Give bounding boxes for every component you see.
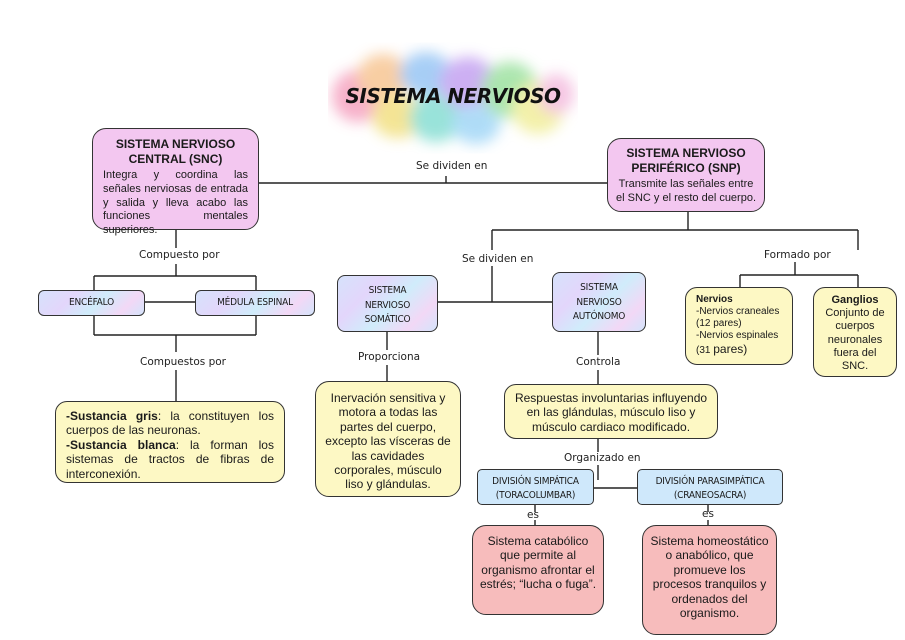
medula-box: MÉDULA ESPINAL (195, 290, 315, 316)
snp-text: Transmite las señales entre el SNC y el … (616, 178, 757, 204)
nervios-line4a: (31 (696, 345, 714, 356)
somatico-label: SISTEMA NERVIOSO SOMÁTICO (364, 285, 411, 325)
encefalo-box: ENCÉFALO (38, 290, 145, 316)
diagram-title: SISTEMA NERVIOSO (345, 84, 561, 108)
nervios-heading: Nervios (696, 294, 733, 305)
simpatica-desc-box: Sistema catabólico que permite al organi… (472, 525, 604, 615)
somatico-desc: Inervación sensitiva y motora a todas la… (325, 391, 451, 492)
parasimpatica-desc-box: Sistema homeostático o anabólico, que pr… (642, 525, 777, 635)
nervios-box: Nervios -Nervios craneales (12 pares) -N… (685, 287, 793, 365)
simpatica-line1: DIVISIÓN SIMPÁTICA (492, 476, 579, 487)
simpatica-desc: Sistema catabólico que permite al organi… (479, 534, 597, 592)
label-proporciona: Proporciona (356, 351, 423, 363)
watercolor-splash (332, 52, 574, 144)
parasimpatica-box: DIVISIÓN PARASIMPÁTICA (CRANEOSACRA) (637, 469, 783, 505)
snc-box: SISTEMA NERVIOSO CENTRAL (SNC) Integra y… (92, 128, 259, 236)
label-compuestos-por: Compuestos por (138, 356, 228, 368)
parasimpatica-line2: (CRANEOSACRA) (673, 489, 747, 501)
blanca-text: : la forman los sistemas de tractos de f… (66, 437, 274, 481)
label-compuesto-por: Compuesto por (137, 249, 222, 261)
simpatica-line2: (TORACOLUMBAR) (495, 489, 576, 501)
simpatica-box: DIVISIÓN SIMPÁTICA (TORACOLUMBAR) (477, 469, 594, 505)
blanca-label: -Sustancia blanca (66, 437, 176, 452)
parasimpatica-desc: Sistema homeostático o anabólico, que pr… (650, 534, 769, 620)
label-organizado-en: Organizado en (562, 452, 643, 464)
medula-label: MÉDULA ESPINAL (217, 297, 293, 308)
snc-heading: SISTEMA NERVIOSO CENTRAL (SNC) (115, 137, 236, 166)
somatico-desc-box: Inervación sensitiva y motora a todas la… (315, 381, 461, 497)
autonomo-label: SISTEMA NERVIOSO AUTÓNOMO (572, 282, 626, 322)
nervios-line3: -Nervios espinales (696, 330, 779, 341)
nervios-line4: (31 pares) (696, 342, 782, 357)
ganglios-box: Ganglios Conjunto de cuerpos neuronales … (813, 287, 897, 377)
label-se-dividen-top: Se dividen en (414, 160, 490, 172)
label-se-dividen-mid: Se dividen en (460, 253, 536, 265)
snc-text: Integra y coordina las señales nerviosas… (103, 169, 248, 236)
nervios-line1: -Nervios craneales (696, 306, 780, 317)
label-es-left: es (527, 509, 539, 521)
snp-heading: SISTEMA NERVIOSO PERIFÉRICO (SNP) (626, 146, 746, 175)
ganglios-heading: Ganglios (831, 294, 879, 306)
autonomo-desc: Respuestas involuntarias influyendo en l… (514, 391, 708, 434)
sustancias-box: -Sustancia gris: la constituyen los cuer… (55, 401, 285, 483)
ganglios-text: Conjunto de cuerpos neuronales fuera del… (825, 307, 885, 372)
snp-box: SISTEMA NERVIOSO PERIFÉRICO (SNP) Transm… (607, 138, 765, 212)
parasimpatica-line1: DIVISIÓN PARASIMPÁTICA (655, 476, 765, 487)
encefalo-label: ENCÉFALO (69, 297, 114, 308)
somatico-box: SISTEMA NERVIOSO SOMÁTICO (337, 275, 438, 332)
nervios-line4b: pares) (713, 342, 748, 356)
autonomo-box: SISTEMA NERVIOSO AUTÓNOMO (552, 272, 646, 332)
autonomo-desc-box: Respuestas involuntarias influyendo en l… (504, 384, 718, 439)
nervios-line2: (12 pares) (696, 318, 742, 329)
label-formado-por: Formado por (762, 249, 833, 261)
gris-text: : la constituyen los cuerpos de las neur… (66, 409, 274, 438)
label-es-right: es (702, 508, 714, 520)
label-controla: Controla (574, 356, 623, 368)
gris-label: -Sustancia gris (66, 409, 158, 423)
